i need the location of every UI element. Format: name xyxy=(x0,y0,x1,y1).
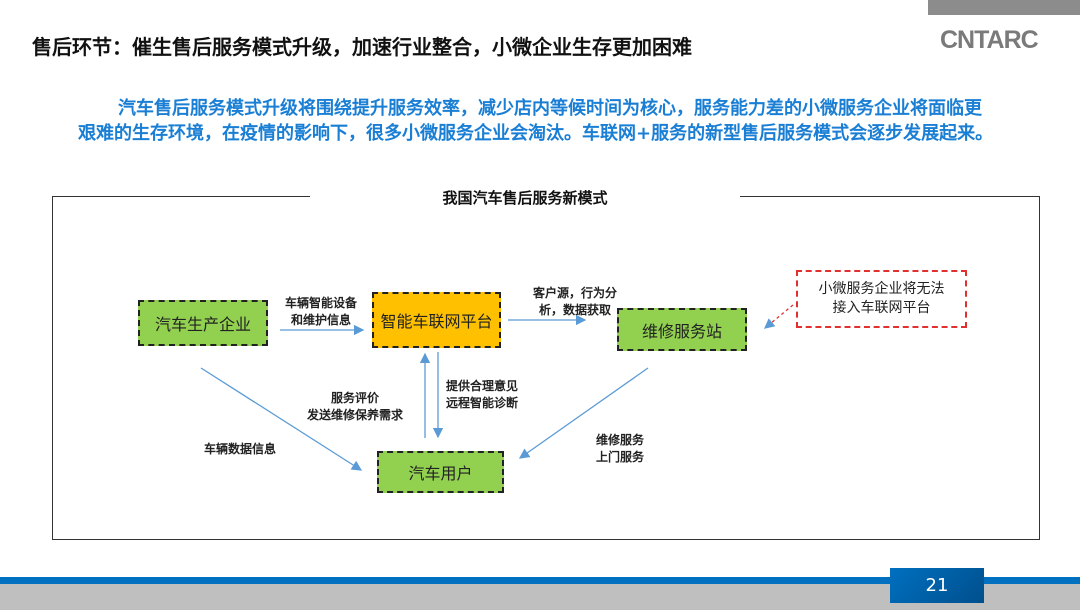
label-mfr-user: 车辆数据信息 xyxy=(203,442,276,456)
label-user-platform: 服务评价发送维修保养需求 xyxy=(306,391,403,422)
label-platform-station: 客户源，行为分析，数据获取 xyxy=(532,286,617,317)
label-mfr-platform: 车辆智能设备和维护信息 xyxy=(284,296,357,327)
node-platform: 智能车联网平台 xyxy=(372,292,501,348)
arrow-station-user xyxy=(518,367,649,459)
node-manufacturer: 汽车生产企业 xyxy=(138,300,268,346)
diagram-title: 我国汽车售后服务新模式 xyxy=(310,187,740,208)
label-station-user: 维修服务上门服务 xyxy=(596,433,645,464)
node-repair-station: 维修服务站 xyxy=(617,308,747,351)
node-user: 汽车用户 xyxy=(377,451,504,493)
label-platform-user: 提供合理意见远程智能诊断 xyxy=(446,379,519,410)
arrow-mfr-user xyxy=(200,367,363,471)
note-box: 小微服务企业将无法接入车联网平台 xyxy=(796,270,967,328)
summary-paragraph: 汽车售后服务模式升级将围绕提升服务效率，减少店内等候时间为核心，服务能力差的小微… xyxy=(78,98,994,144)
slide-title: 售后环节：催生售后服务模式升级，加速行业整合，小微企业生存更加困难 xyxy=(32,35,692,59)
logo: CNTARC xyxy=(940,26,1039,54)
footer-blue-bar xyxy=(0,577,1080,584)
page-number: 21 xyxy=(890,568,984,603)
arrow-note-station xyxy=(763,304,794,329)
top-decor-bar xyxy=(928,0,1080,15)
